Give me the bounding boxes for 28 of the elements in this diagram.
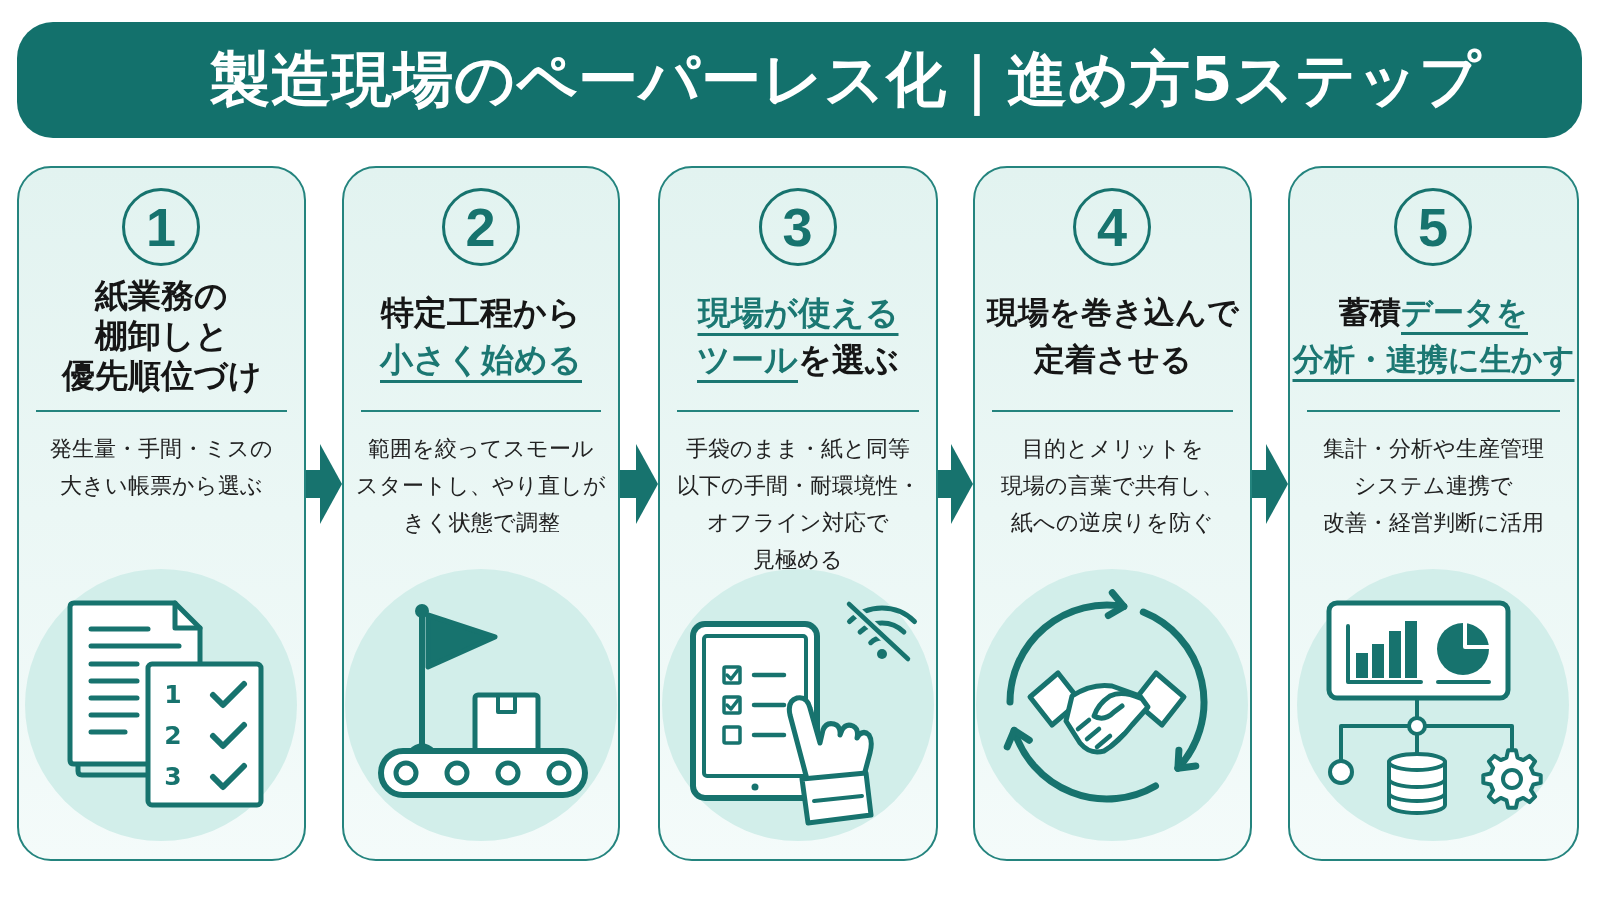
step-number: 2 (441, 188, 520, 266)
step-description: 手袋のまま・紙と同等以下の手間・耐環境性・オフライン対応で見極める (676, 435, 920, 574)
step-heading: 紙業務の棚卸しと優先順位づけ (61, 276, 262, 396)
step-heading: 現場を巻き込んで定着させる (986, 293, 1239, 379)
title-banner: 製造現場のペーパーレス化｜進め方5ステップ (17, 22, 1582, 138)
step-description: 目的とメリットを現場の言葉で共有し、紙への逆戻りを防ぐ (1001, 435, 1224, 537)
step-number: 1 (122, 188, 200, 266)
list-number: 2 (163, 721, 183, 751)
step-description: 範囲を絞ってスモールスタートし、やり直しがきく状態で調整 (356, 435, 606, 537)
step-number: 3 (758, 188, 837, 266)
step-card (342, 166, 620, 861)
arrow (1252, 444, 1288, 524)
step-number: 5 (1394, 188, 1472, 266)
arrow (620, 444, 658, 524)
arrow (306, 444, 342, 524)
arrow (938, 444, 973, 524)
step-number: 4 (1073, 188, 1151, 266)
step-card (973, 166, 1252, 861)
step-heading: 蓄積データを分析・連携に生かす (1292, 293, 1575, 379)
list-number: 1 (163, 680, 183, 710)
step-heading: 現場が使えるツールを選ぶ (697, 292, 899, 381)
step-description: 発生量・手間・ミスの大きい帳票から選ぶ (50, 435, 273, 500)
list-number: 3 (163, 762, 183, 792)
step-card (17, 166, 306, 861)
step-description: 集計・分析や生産管理システム連携で改善・経営判断に活用 (1323, 435, 1544, 537)
step-card (658, 166, 938, 861)
step-heading: 特定工程から小さく始める (380, 292, 582, 381)
step-card (1288, 166, 1579, 861)
